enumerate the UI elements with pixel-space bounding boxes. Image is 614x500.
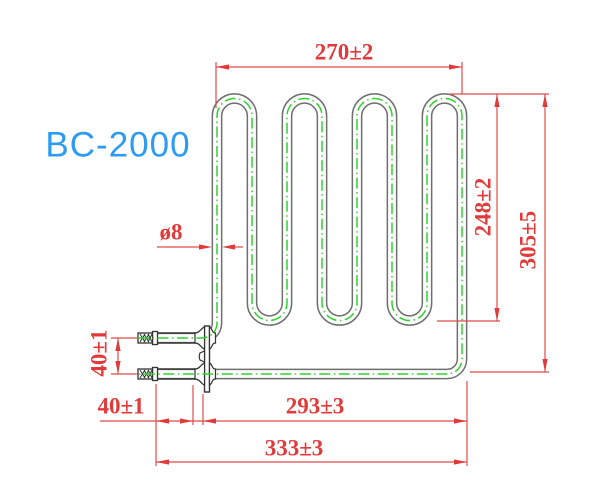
model-label: BC-2000 xyxy=(45,125,191,165)
dim-bottom-width-inner-label: 293±3 xyxy=(285,393,345,419)
arrow-333-right xyxy=(454,459,467,465)
arrow-293-right xyxy=(454,418,467,424)
terminal-lower-tube-edges xyxy=(156,368,196,380)
arrow-270-right xyxy=(449,64,462,70)
dim-bottom-width-overall-label: 333±3 xyxy=(264,435,324,461)
flange-mid-tab xyxy=(198,350,206,363)
dim-tube-diameter-label: ø8 xyxy=(159,219,183,245)
dim-terminal-length-label: 40±1 xyxy=(97,393,145,419)
dim-height-lines xyxy=(437,93,549,373)
dim-overall-height-label: 305±5 xyxy=(515,210,541,270)
arrow-40h-left xyxy=(156,418,169,424)
arrow-248-bottom xyxy=(494,308,500,321)
dim-bend-height-label: 248±2 xyxy=(470,177,496,237)
mounting-flange xyxy=(194,325,217,393)
arrow-293-left xyxy=(203,418,216,424)
flange-ferrule-lower-left xyxy=(194,362,206,386)
flange-ferrule-lower-right xyxy=(208,362,217,386)
arrow-40v-top xyxy=(115,338,121,351)
arrow-333-left xyxy=(156,459,169,465)
arrow-o8-left xyxy=(199,244,212,250)
dim-top-width-label: 270±2 xyxy=(314,39,374,65)
flange-plate xyxy=(203,325,211,393)
arrow-40v-bottom xyxy=(115,361,121,374)
tube-centerline xyxy=(138,97,463,375)
dim-terminal-pitch-lines xyxy=(111,337,137,375)
dim-terminal-pitch-label: 40±1 xyxy=(86,329,112,377)
dimension-arrowheads xyxy=(115,64,548,465)
flange-ferrule-upper-right xyxy=(208,326,217,350)
arrow-270-left xyxy=(216,64,229,70)
dim-top-width-lines xyxy=(215,62,463,108)
arrow-305-bottom xyxy=(542,359,548,372)
terminal-upper-tube-edges xyxy=(156,332,196,344)
arrow-305-top xyxy=(542,94,548,107)
arrow-248-top xyxy=(494,94,500,107)
arrow-40h-right xyxy=(180,418,193,424)
arrow-o8-right xyxy=(222,244,235,250)
